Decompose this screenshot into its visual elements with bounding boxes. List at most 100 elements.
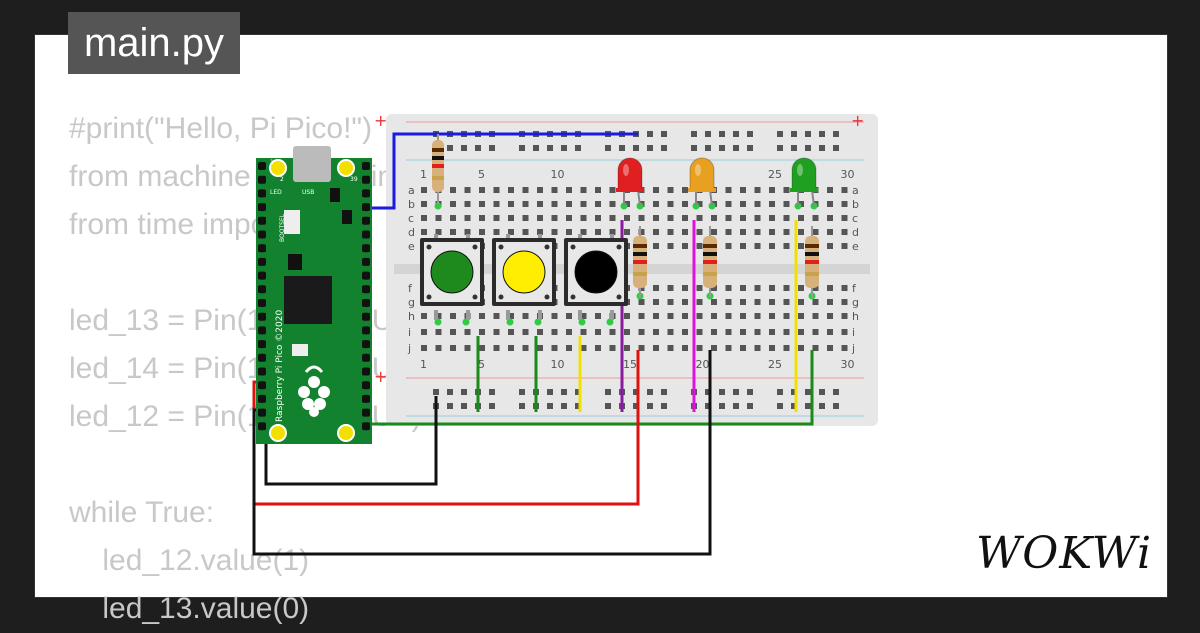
mount-hole-icon bbox=[269, 159, 287, 177]
resistor-orange-led bbox=[703, 226, 717, 298]
pin-icon bbox=[362, 271, 370, 280]
pin-icon bbox=[362, 381, 370, 390]
blue-wire bbox=[366, 132, 638, 210]
column-label: 30 bbox=[841, 358, 855, 371]
orange-led[interactable] bbox=[688, 157, 716, 207]
mount-hole-icon bbox=[337, 159, 355, 177]
pin-icon bbox=[258, 326, 266, 335]
row-label: d bbox=[408, 226, 415, 239]
pin-2-label: 2 bbox=[280, 176, 284, 183]
row-label: a bbox=[408, 184, 415, 197]
column-label: 5 bbox=[478, 358, 485, 371]
pin-icon bbox=[258, 312, 266, 321]
column-label: 10 bbox=[551, 168, 565, 181]
pin-icon bbox=[258, 162, 266, 170]
pushbuttons bbox=[420, 234, 628, 320]
pin-icon bbox=[362, 285, 370, 294]
pin-icon bbox=[362, 326, 370, 335]
board-silkscreen: Raspberry Pi Pico ©2020 bbox=[275, 310, 285, 422]
pin-icon bbox=[258, 353, 266, 362]
resistors bbox=[432, 134, 819, 298]
row-label: i bbox=[852, 326, 855, 339]
pin-icon bbox=[258, 299, 266, 307]
mount-hole-icon bbox=[269, 424, 287, 442]
leds bbox=[616, 157, 818, 207]
pin-icon bbox=[258, 422, 266, 431]
row-label: e bbox=[408, 240, 415, 253]
code-line: while True: bbox=[69, 496, 215, 529]
green-led[interactable] bbox=[790, 157, 818, 207]
column-label: 30 bbox=[841, 168, 855, 181]
circuit-diagram: + + + 115510101515202025253030 aabbccdde… bbox=[252, 111, 878, 556]
pin-icon bbox=[362, 230, 370, 239]
row-label: f bbox=[408, 282, 413, 295]
yellow-button[interactable] bbox=[492, 234, 556, 320]
file-tab[interactable]: main.py bbox=[68, 12, 240, 74]
row-label: b bbox=[408, 198, 415, 211]
pin-icon bbox=[258, 381, 266, 390]
resistor-top bbox=[432, 134, 444, 204]
bootsel-button[interactable] bbox=[284, 210, 300, 234]
pin-icon bbox=[258, 175, 266, 184]
column-label: 1 bbox=[420, 168, 427, 181]
usb-connector-icon bbox=[293, 146, 331, 182]
column-label: 10 bbox=[551, 358, 565, 371]
pico-pins bbox=[258, 162, 370, 431]
row-label: h bbox=[408, 310, 415, 323]
red-led[interactable] bbox=[616, 157, 644, 207]
pin-icon bbox=[258, 367, 266, 376]
column-label: 15 bbox=[623, 358, 637, 371]
row-label: b bbox=[852, 198, 859, 211]
row-label: j bbox=[407, 342, 411, 355]
column-label: 1 bbox=[420, 358, 427, 371]
pin-icon bbox=[362, 353, 370, 362]
usb-label: USB bbox=[302, 189, 314, 196]
bootsel-label: BOOTSEL bbox=[279, 213, 286, 242]
pin-icon bbox=[258, 244, 266, 253]
code-line: led_12.value(1) bbox=[69, 544, 310, 577]
pin-icon bbox=[362, 203, 370, 212]
pin-icon bbox=[362, 299, 370, 307]
resistor-red-led bbox=[633, 226, 647, 298]
pin-1-label: 1 bbox=[270, 159, 274, 166]
pin-icon bbox=[362, 367, 370, 376]
code-line: #print("Hello, Pi Pico!") bbox=[69, 112, 373, 145]
column-label: 25 bbox=[768, 168, 782, 181]
pin-icon bbox=[362, 162, 370, 170]
pin-icon bbox=[362, 257, 370, 266]
green-ground-wire bbox=[266, 350, 814, 426]
pin-icon bbox=[362, 312, 370, 321]
pin-icon bbox=[258, 271, 266, 280]
row-label: i bbox=[408, 326, 411, 339]
pin-icon bbox=[362, 189, 370, 198]
pin-icon bbox=[362, 422, 370, 431]
pin-icon bbox=[258, 394, 266, 403]
row-label: c bbox=[852, 212, 858, 225]
pin-icon bbox=[258, 189, 266, 198]
pin-icon bbox=[258, 216, 266, 225]
black-button[interactable] bbox=[564, 234, 628, 320]
row-label: h bbox=[852, 310, 859, 323]
raspberry-pi-pico[interactable]: USB LED 2 1 39 BOOTSEL Raspberry Pi Pico… bbox=[256, 146, 372, 444]
pin-icon bbox=[258, 203, 266, 212]
column-label: 5 bbox=[478, 168, 485, 181]
pin-icon bbox=[362, 340, 370, 349]
rail-plus-label-right: + bbox=[851, 111, 864, 130]
row-label: e bbox=[852, 240, 859, 253]
row-label: j bbox=[851, 342, 855, 355]
row-label: g bbox=[408, 296, 415, 309]
rail-plus-label-bottom: + bbox=[374, 367, 387, 386]
pin-icon bbox=[362, 408, 370, 417]
code-line: led_13.value(0) bbox=[69, 592, 310, 625]
pin-39-label: 39 bbox=[350, 176, 358, 183]
raspberry-logo-icon bbox=[298, 365, 330, 417]
pin-icon bbox=[362, 394, 370, 403]
wokwi-logo[interactable]: WOKWi bbox=[976, 528, 1153, 579]
column-label: 25 bbox=[768, 358, 782, 371]
green-button[interactable] bbox=[420, 234, 484, 320]
mount-hole-icon bbox=[337, 424, 355, 442]
rp2040-chip-icon bbox=[284, 276, 332, 324]
pin-icon bbox=[258, 340, 266, 349]
row-label: c bbox=[408, 212, 414, 225]
